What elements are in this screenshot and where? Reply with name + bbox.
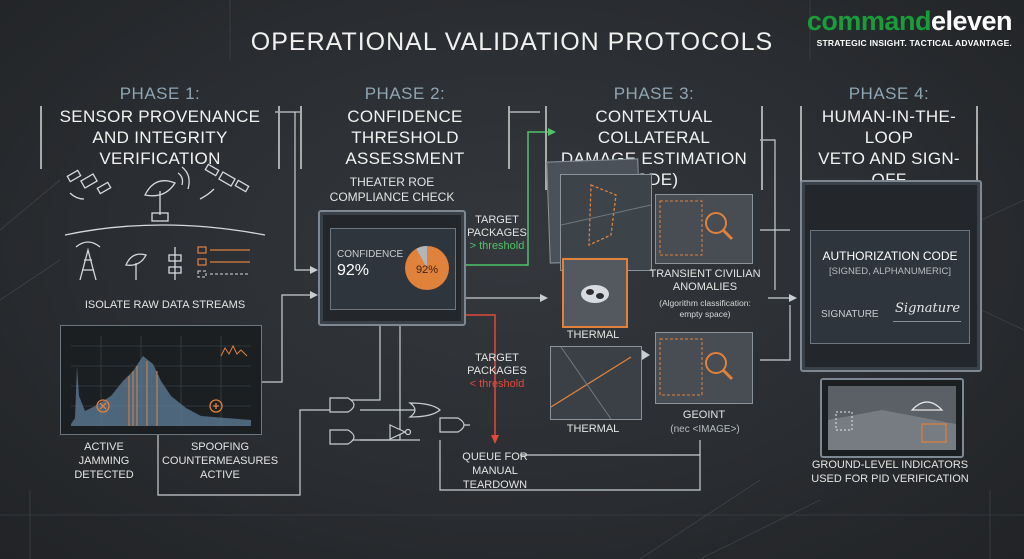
authorization-monitor: AUTHORIZATION CODE [SIGNED, ALPHANUMERIC… [800,180,982,372]
confidence-monitor: CONFIDENCE 92% 92% [318,210,466,326]
phase-1-header: PHASE 1: SENSOR PROVENANCE AND INTEGRITY… [40,84,280,169]
dish-antenna-icon [125,253,147,280]
confidence-pie: 92% [405,246,449,290]
confidence-value: 92% [337,262,370,279]
map-overlay [560,184,652,247]
authorization-screen: AUTHORIZATION CODE [SIGNED, ALPHANUMERIC… [810,230,970,344]
geoint-label: GEOINT [682,409,726,421]
spectrum-panel [60,325,262,435]
phase-label: PHASE 4: [848,84,930,103]
below-threshold-label: TARGET PACKAGES < threshold [467,352,527,390]
phase-label: PHASE 3: [613,84,695,103]
pie-slice-remainder [416,246,427,268]
confidence-label: CONFIDENCE [337,249,404,260]
anomalies-label: TRANSIENT CIVILIAN ANOMALIES [649,268,761,293]
jamming-warning-icon [96,399,110,413]
magnifier-icon [705,212,727,234]
phase-name: HUMAN-IN-THE-LOOP VETO AND SIGN-OFF [800,106,978,190]
magnifier-icon [705,352,727,374]
satellite-icon [199,163,250,200]
thermal-image-1 [562,258,628,328]
auth-subtitle: [SIGNED, ALPHANUMERIC] [829,266,951,277]
anomaly-image [655,194,753,264]
signature-line [893,321,961,322]
brand-tagline: STRATEGIC INSIGHT. TACTICAL ADVANTAGE. [816,38,1012,48]
geoint-note: (nec <IMAGE>) [670,424,740,435]
thermal-label-1: THERMAL [566,329,620,341]
phase-2-header: PHASE 2: CONFIDENCE THRESHOLD ASSESSMENT [300,84,510,169]
phase-4-header: PHASE 4: HUMAN-IN-THE-LOOP VETO AND SIGN… [800,84,978,190]
brand-logo: commandeleven [806,6,1013,36]
ground-indicator-panel [820,378,964,458]
tent-icon [910,401,944,411]
above-threshold-label: TARGET PACKAGES > threshold [467,214,527,252]
thermal-image-2 [550,346,642,420]
geoint-image [655,332,753,404]
ground-indicators-label: GROUND-LEVEL INDICATORS USED FOR PID VER… [811,459,969,485]
signature-label: SIGNATURE [821,309,879,320]
isolate-label: ISOLATE RAW DATA STREAMS [84,299,246,311]
spectrum-chart [71,336,251,426]
auth-title: AUTHORIZATION CODE [822,249,958,263]
sensor-icons [64,163,266,281]
radar-dish-icon [144,166,190,222]
manual-teardown-label: QUEUE FOR MANUAL TEARDOWN [462,451,528,491]
signal-tower-icon [168,247,182,280]
signature-script: Signature [895,301,961,316]
jamming-label: ACTIVE JAMMING DETECTED [74,441,134,481]
phase-label: PHASE 1: [119,84,201,103]
roe-compliance-label: THEATER ROE COMPLIANCE CHECK [329,175,455,204]
spoofing-warning-icon [209,399,223,413]
page-title: OPERATIONAL VALIDATION PROTOCOLS [250,28,774,56]
map-tile-2 [560,174,652,271]
satellite-icon [66,169,112,200]
anomalies-note: (Algorithm classification: empty space) [659,298,751,319]
thermal-label-2: THERMAL [566,423,620,435]
phase-name: SENSOR PROVENANCE AND INTEGRITY VERIFICA… [40,106,280,169]
spoofing-label: SPOOFING COUNTERMEASURES ACTIVE [161,441,279,481]
pie-label: 92% [416,264,438,276]
phase-label: PHASE 2: [364,84,446,103]
phase-name: CONFIDENCE THRESHOLD ASSESSMENT [300,106,510,169]
radio-tower-icon [75,241,101,281]
confidence-screen: CONFIDENCE 92% 92% [330,228,456,310]
